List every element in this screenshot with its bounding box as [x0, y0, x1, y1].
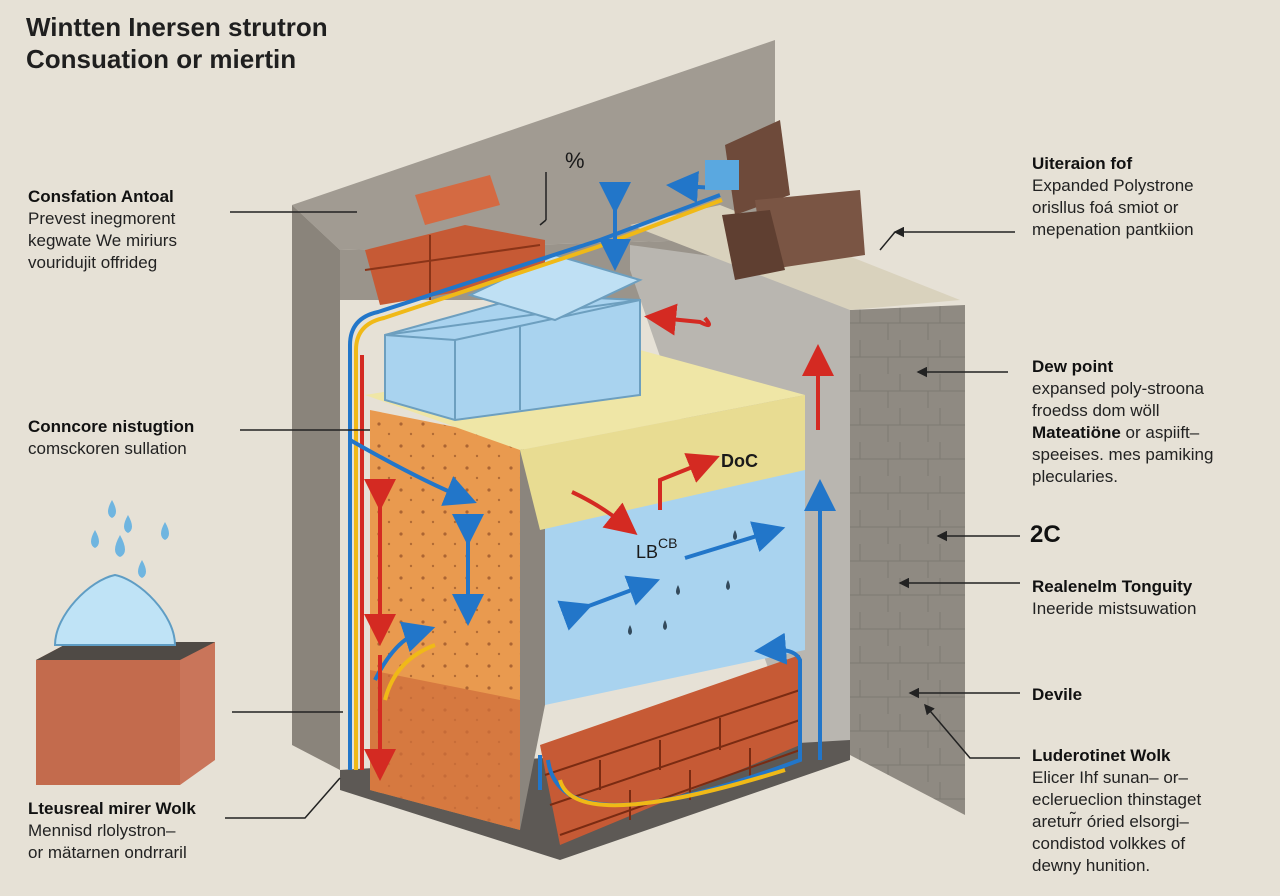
- label-left-top: Consfation Antoal Prevest inegmorent keg…: [28, 187, 177, 272]
- label-left-bottom: Lteusreal mirer Wolk Mennisd rlolystron–…: [28, 799, 196, 862]
- air-flow-lines: [348, 193, 802, 808]
- label-devile: Devile: [1032, 685, 1083, 704]
- label-right-bottom: Luderotinet Wolk Elicer Ihf sunan– or– e…: [1032, 746, 1202, 875]
- label-dew-point: Dew point expansed poly-stroona froedss …: [1032, 357, 1214, 486]
- leader-lines: [225, 172, 1020, 819]
- label-right-top: Uiteraion fof Expanded Polystrone orisll…: [1032, 154, 1194, 239]
- vapour-arrows: [364, 170, 836, 781]
- label-left-mid: Conncore nistugtion comsckoren sullation: [28, 417, 195, 458]
- doc-tag: DoC: [721, 451, 758, 471]
- brown-blocks: [722, 120, 865, 280]
- label-temperature: 2C: [1030, 521, 1061, 548]
- water-drop-icon: [91, 500, 169, 578]
- top-brick-stack: [364, 175, 545, 305]
- brick-water-icon: [36, 500, 215, 785]
- page-title-line-2: Consuation or miertin: [26, 44, 297, 74]
- percent-tag: %: [565, 148, 585, 173]
- page-title-line-1: Wintten Inersen strutron: [26, 12, 328, 42]
- label-realenelm: Realenelm Tonguity Ineeride mistsuwation: [1032, 577, 1197, 618]
- ice-cube-icon: [705, 160, 739, 190]
- lbcb-tag: LBCB: [636, 535, 677, 562]
- orange-insulation-block: [370, 410, 520, 830]
